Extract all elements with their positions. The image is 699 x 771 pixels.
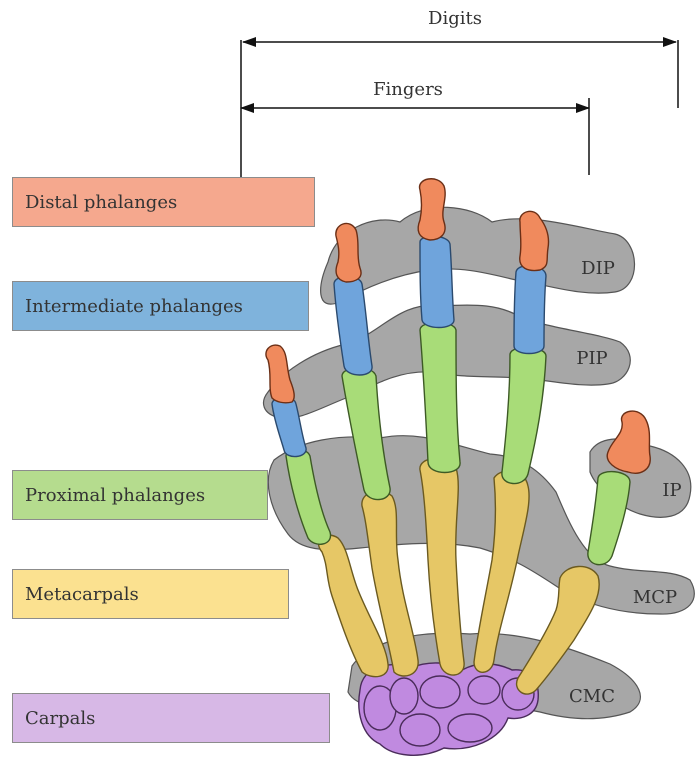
pip-label: PIP (576, 348, 607, 369)
legend-distal-phalanges: Distal phalanges (12, 177, 315, 227)
mcp-label: MCP (633, 587, 677, 608)
fingers-dimension: Fingers (241, 79, 589, 175)
dip-label: DIP (581, 258, 615, 279)
cmc-label: CMC (569, 686, 615, 707)
legend-intermediate-phalanges: Intermediate phalanges (12, 281, 309, 331)
legend-carpals: Carpals (12, 693, 330, 743)
fingers-label: Fingers (373, 79, 443, 100)
digits-label: Digits (428, 8, 482, 29)
legend-metacarpals: Metacarpals (12, 569, 289, 619)
legend-proximal-phalanges: Proximal phalanges (12, 470, 268, 520)
carpal-bones (359, 663, 538, 755)
digits-dimension: Digits (241, 8, 678, 178)
ip-label: IP (662, 480, 681, 501)
dip-band (321, 207, 635, 304)
